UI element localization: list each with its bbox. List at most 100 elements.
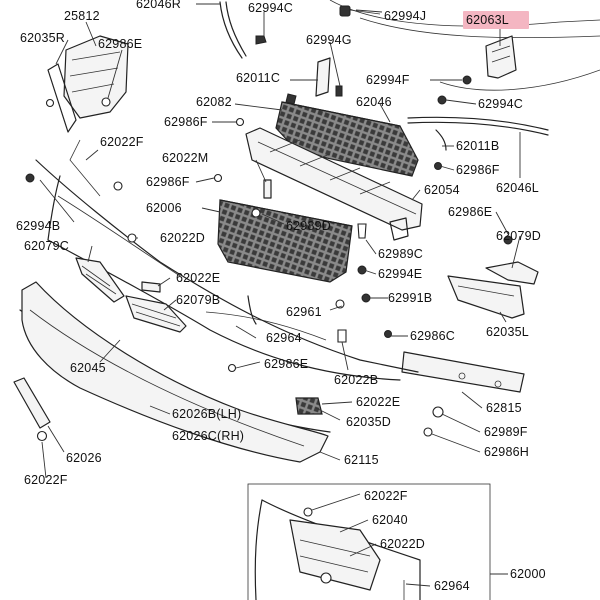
label-62079d[interactable]: 62079D [496,229,541,243]
label-62989d[interactable]: 62989D [286,219,331,233]
bolt [101,97,111,107]
label-62046[interactable]: 62046 [356,95,392,109]
label-62000[interactable]: 62000 [510,567,546,581]
label-62035l[interactable]: 62035L [486,325,529,339]
part-62079b-vent-center [125,295,187,333]
bolt [357,265,367,275]
label-62989f[interactable]: 62989F [484,425,528,439]
label-62986h[interactable]: 62986H [484,445,529,459]
part-62079d-bracket [485,261,539,285]
label-62994j[interactable]: 62994J [384,9,426,23]
label-62011c[interactable]: 62011C [236,71,280,85]
label-62986c[interactable]: 62986C [410,329,455,343]
label-62994c-top[interactable]: 62994C [248,1,293,15]
label-62022e-mid[interactable]: 62022E [176,271,220,285]
label-62026b[interactable]: 62026B(LH) [172,407,241,421]
leader-lines [39,3,521,587]
bolt [213,173,223,183]
bolt [384,330,392,338]
part-62994j-clip [339,5,381,17]
label-62026c[interactable]: 62026C(RH) [172,429,244,443]
part-62035l-bracket [447,275,525,319]
bolt [251,208,261,218]
label-62986e-top[interactable]: 62986E [98,37,142,51]
label-62986f-right[interactable]: 62986F [456,163,500,177]
part-62046r-rod [219,1,247,59]
label-62022f-bottom[interactable]: 62022F [24,473,68,487]
bolt [462,75,472,85]
label-62964-mid[interactable]: 62964 [266,331,302,345]
bolt [127,233,137,243]
label-62054[interactable]: 62054 [424,183,460,197]
label-62989c[interactable]: 62989C [378,247,423,261]
label-62994g[interactable]: 62994G [306,33,352,47]
part-labels: 25812 62046R 62994C 62994J 62063L 62035R… [16,0,546,593]
label-62006[interactable]: 62006 [146,201,182,215]
label-62022d[interactable]: 62022D [160,231,205,245]
part-62989c-clip [389,217,409,241]
bolt [337,329,347,343]
label-62079c[interactable]: 62079C [24,239,69,253]
part-62063l-bracket [485,35,517,79]
label-62961[interactable]: 62961 [286,305,322,319]
part-62815-reinforcement [401,351,525,393]
label-62035r[interactable]: 62035R [20,31,65,45]
bolt [503,235,513,245]
label-62815[interactable]: 62815 [486,401,522,415]
label-25812[interactable]: 25812 [64,9,100,23]
label-62986e-right[interactable]: 62986E [448,205,492,219]
label-62045[interactable]: 62045 [70,361,106,375]
part-62011c-bracket [315,57,331,97]
label-62964-inset[interactable]: 62964 [434,579,470,593]
label-62046l[interactable]: 62046L [496,181,539,195]
bolt [255,35,267,45]
bolt [335,85,343,97]
label-62022d-inset[interactable]: 62022D [380,537,425,551]
label-62022e-lower[interactable]: 62022E [356,395,400,409]
label-62035d[interactable]: 62035D [346,415,391,429]
selected-part-highlight [463,11,529,29]
part-25812-bracket [47,35,129,133]
label-62011b[interactable]: 62011B [456,139,499,153]
label-62986f-mid[interactable]: 62986F [146,175,190,189]
part-62026-side-cover [13,377,51,429]
part-62006-lower-grille [217,199,353,283]
bolt [227,363,237,373]
label-62991b[interactable]: 62991B [388,291,432,305]
label-62994c-right[interactable]: 62994C [478,97,523,111]
bolt [285,93,297,105]
bolt [25,173,35,183]
part-62964-wire [205,295,327,341]
label-62022f-inset[interactable]: 62022F [364,489,408,503]
label-62986f-upper[interactable]: 62986F [164,115,208,129]
label-62022b[interactable]: 62022B [334,373,378,387]
part-62035d-grille [295,397,323,415]
bolt [36,430,48,442]
label-62063l[interactable]: 62063L [466,13,509,27]
bolt [235,117,245,127]
part-62079c-vent-left [75,257,125,303]
label-62994f[interactable]: 62994F [366,73,410,87]
bolt [432,406,444,418]
label-62046r[interactable]: 62046R [136,0,181,11]
label-62994e[interactable]: 62994E [378,267,422,281]
bolt [437,95,447,105]
label-62022f-left[interactable]: 62022F [100,135,144,149]
part-62022m-clip [263,179,272,199]
label-62022m[interactable]: 62022M [162,151,208,165]
bolt [45,98,55,108]
label-62040[interactable]: 62040 [372,513,408,527]
label-62994b[interactable]: 62994B [16,219,60,233]
bolt [423,427,433,437]
label-62026[interactable]: 62026 [66,451,102,465]
part-62054-frame [245,127,423,231]
part-62082-upper-grille [275,101,419,177]
part-62011b-bracket [435,129,447,151]
label-62082[interactable]: 62082 [196,95,232,109]
label-62079b[interactable]: 62079B [176,293,220,307]
part-62022e-clip [141,281,161,293]
label-62115[interactable]: 62115 [344,453,379,467]
bolt [113,181,123,191]
label-62986e-lower[interactable]: 62986E [264,357,308,371]
